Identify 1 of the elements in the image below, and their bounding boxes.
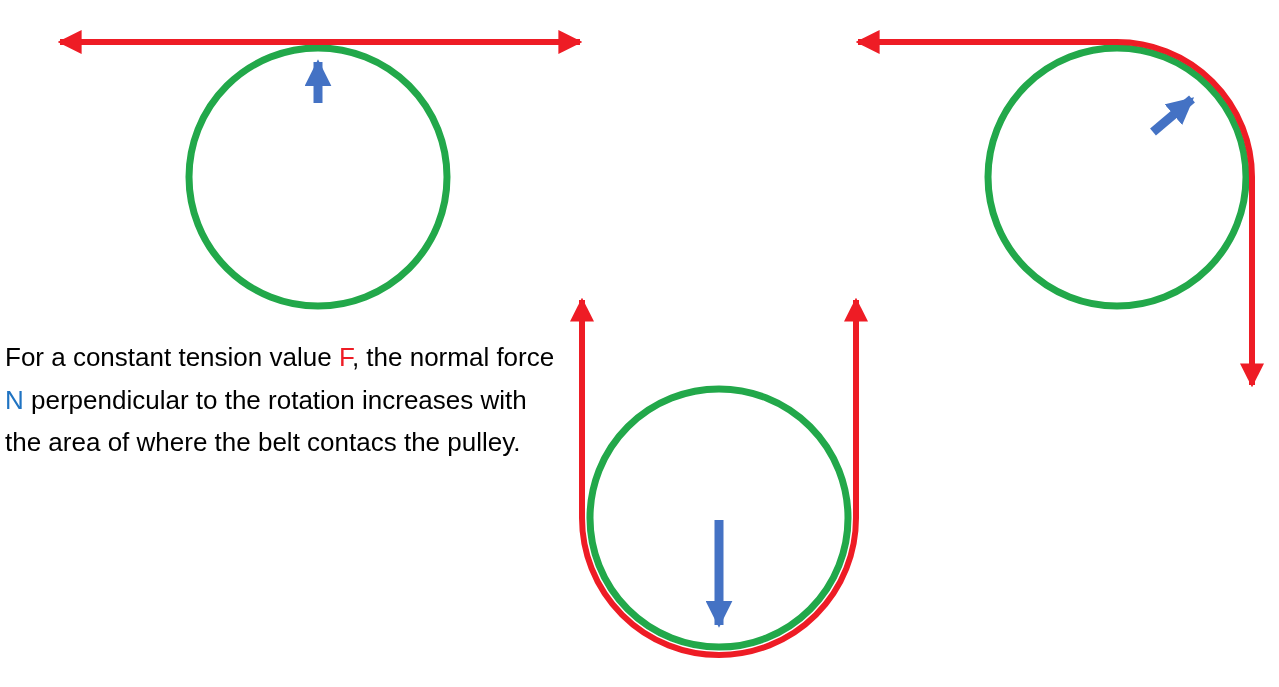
- explanation-text: For a constant tension value F, the normal force N perpendicular to the rotation increases with the area of where the belt contacs the pulley.: [5, 341, 556, 459]
